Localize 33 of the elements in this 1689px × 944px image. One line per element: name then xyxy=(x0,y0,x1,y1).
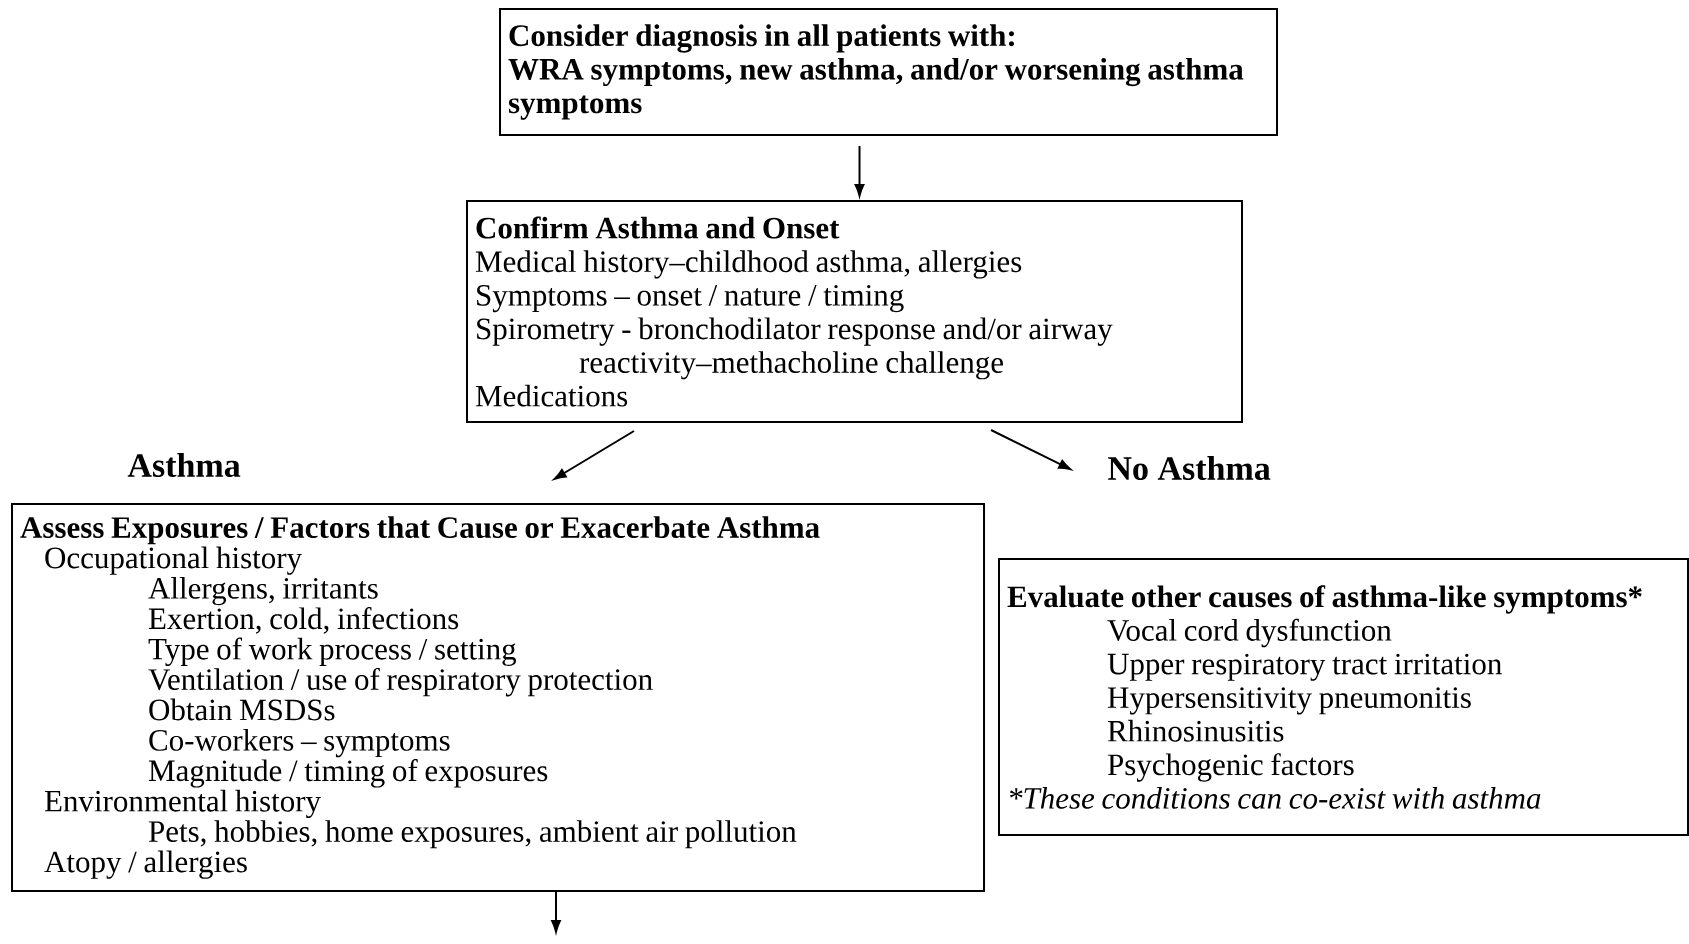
list-item: Spirometry - bronchodilator response and/or airway reactivity–methacholine challenge xyxy=(477,317,1113,380)
text-box xyxy=(499,8,1278,136)
list-item: Symptoms – onset / nature / timing xyxy=(477,284,904,313)
list-item: Psychogenic factors xyxy=(1107,753,1354,782)
list-item: Ventilation / use of respiratory protection xyxy=(148,667,653,697)
list-item: Co-workers – symptoms xyxy=(149,729,450,758)
arrow xyxy=(551,891,561,933)
list-item: Medical history–childhood asthma, allergies xyxy=(475,250,1022,279)
list-item: Upper respiratory tract irritation xyxy=(1107,653,1502,681)
arrow xyxy=(553,430,635,480)
list-item: Environmental history xyxy=(44,789,321,818)
list-item: Exertion, cold, infections xyxy=(148,607,459,634)
box-heading: Consider diagnosis in all patients with: xyxy=(509,24,1014,53)
list-item: Magnitude / timing of exposures xyxy=(148,759,548,788)
branch-label: Asthma xyxy=(127,453,241,477)
box-heading: Confirm Asthma and Onset xyxy=(476,216,840,239)
list-item: Obtain MSDSs xyxy=(149,698,335,721)
list-item: Occupational history xyxy=(45,546,302,575)
box-heading: WRA symptoms, new asthma, and/or worsening asthma symptoms xyxy=(508,57,1244,120)
footnote: *These conditions can co-exist with asthma xyxy=(1010,787,1541,809)
list-item: Atopy / allergies xyxy=(44,850,247,879)
list-item: Rhinosinusitis xyxy=(1107,719,1284,742)
box-heading: Assess Exposures / Factors that Cause or Exacerbate Asthma xyxy=(20,516,820,545)
list-item: Pets, hobbies, home exposures, ambient air pollution xyxy=(148,820,797,849)
arrow xyxy=(990,429,1071,470)
list-item: Hypersensitivity pneumonitis xyxy=(1107,687,1471,715)
box-heading: Evaluate other causes of asthma-like symptoms* xyxy=(1007,585,1642,614)
list-item: Medications xyxy=(475,384,628,407)
text-box xyxy=(466,200,1243,423)
list-item: Vocal cord dysfunction xyxy=(1107,618,1392,648)
list-item: Type of work process / setting xyxy=(148,637,517,666)
branch-label: No Asthma xyxy=(1108,456,1271,480)
list-item: Allergens, irritants xyxy=(148,577,378,606)
